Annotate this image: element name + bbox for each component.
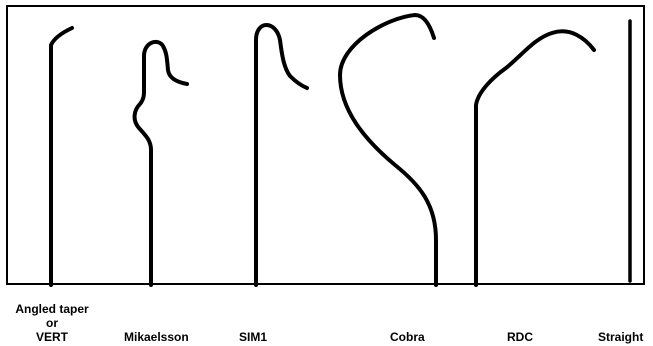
figure-panel bbox=[6, 5, 645, 285]
label-mikaelsson: Mikaelsson bbox=[124, 330, 189, 344]
label-angled-taper: Angled taper or VERT bbox=[2, 302, 102, 344]
label-angled-taper-line-1: Angled taper bbox=[15, 302, 89, 316]
angled-taper-catheter-shape bbox=[49, 26, 74, 287]
label-angled-taper-line-2: or bbox=[46, 316, 58, 330]
label-cobra: Cobra bbox=[390, 330, 425, 344]
label-angled-taper-line-3: VERT bbox=[35, 330, 68, 344]
mikaelsson-catheter-shape bbox=[132, 39, 189, 287]
label-sim1: SIM1 bbox=[239, 330, 268, 344]
cobra-catheter-shape bbox=[338, 13, 438, 287]
sim1-catheter-shape bbox=[254, 23, 309, 287]
label-straight: Straight bbox=[598, 330, 644, 344]
rdc-catheter-shape bbox=[474, 29, 596, 287]
label-rdc: RDC bbox=[507, 330, 533, 344]
